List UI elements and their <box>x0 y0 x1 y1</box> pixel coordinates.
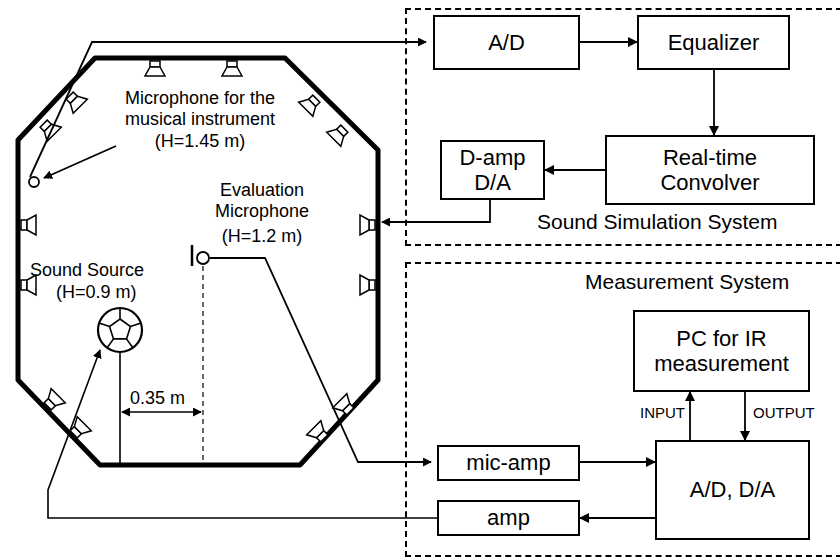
box-label: A/D, D/A <box>690 477 776 502</box>
signal-arrow <box>580 41 637 43</box>
signal-arrow <box>545 169 605 171</box>
sound-source <box>48 308 437 518</box>
box-label: D-amp D/A <box>457 145 529 196</box>
box-label: Real-time Convolver <box>635 145 785 196</box>
box-label: PC for IR measurement <box>652 326 792 377</box>
process-box: mic-amp <box>437 445 580 481</box>
process-box: PC for IR measurement <box>633 310 810 392</box>
box-label: mic-amp <box>466 450 550 475</box>
evaluation-microphone <box>192 245 431 465</box>
annotation-label: (H=0.9 m) <box>56 282 137 303</box>
box-label: Equalizer <box>668 30 760 55</box>
signal-arrow <box>744 392 746 440</box>
process-box: Equalizer <box>637 15 790 70</box>
box-label: A/D <box>488 30 525 55</box>
group-label: Sound Simulation System <box>535 210 779 234</box>
loudspeakers <box>21 61 375 445</box>
process-box: A/D, D/A <box>655 440 810 540</box>
signal-arrow <box>580 461 655 463</box>
edge-label: OUTPUT <box>752 404 816 421</box>
dimension-label: 0.35 m <box>130 388 185 409</box>
group-label: Measurement System <box>583 270 791 294</box>
dimension-line <box>122 411 201 413</box>
room-outline <box>18 58 378 465</box>
edge-label: INPUT <box>639 404 686 421</box>
annotation-label: (H=1.45 m) <box>155 131 246 152</box>
speaker-feed-wire <box>382 200 490 222</box>
instrument-microphone <box>29 42 426 187</box>
annotation-label: Microphone for the musical instrument <box>93 88 308 129</box>
process-box: amp <box>437 500 580 536</box>
signal-arrow <box>580 517 655 519</box>
process-box: Real-time Convolver <box>605 135 815 205</box>
annotation-label: Sound Source <box>30 260 144 281</box>
signal-arrow <box>689 392 691 440</box>
process-box: A/D <box>433 15 580 70</box>
annotation-label: Evaluation Microphone <box>192 180 332 221</box>
process-box: D-amp D/A <box>440 140 545 200</box>
annotation-label: (H=1.2 m) <box>222 226 303 247</box>
box-label: amp <box>487 505 530 530</box>
system-group: Sound Simulation System A/D EqualizerReal-… <box>405 8 840 246</box>
signal-arrow <box>713 70 715 135</box>
